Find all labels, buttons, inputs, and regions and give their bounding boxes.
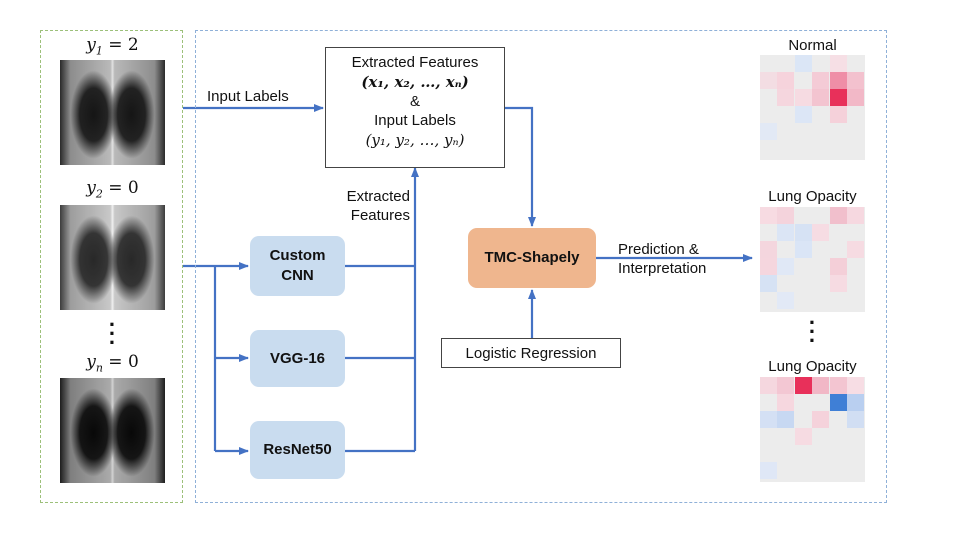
heatmap-normal <box>760 55 865 160</box>
extracted-features-box: Extracted Features (x₁, x₂, …, xₙ) & Inp… <box>325 47 505 168</box>
feature-box-labels-title: Input Labels <box>374 112 456 129</box>
xray-image-2 <box>60 205 165 310</box>
arrow-features-to-tmc <box>505 106 536 227</box>
output-label-normal: Normal <box>788 37 837 54</box>
vertical-ellipsis-inputs: ··· <box>108 312 117 355</box>
output-label-opacity-1: Lung Opacity <box>768 188 857 205</box>
tmc-shapely-node: TMC-Shapely <box>468 228 596 288</box>
input-label-n: yn = 0 <box>86 352 139 375</box>
input-label-2: y2 = 0 <box>86 178 139 201</box>
resnet50-node: ResNet50 <box>250 421 345 479</box>
xray-image-n <box>60 378 165 483</box>
extracted-features-label: Extracted Features <box>346 188 410 224</box>
feature-box-title: Extracted Features <box>351 54 479 71</box>
heatmap-lung-opacity-1 <box>760 207 865 312</box>
vgg16-node: VGG-16 <box>250 330 345 387</box>
output-label-opacity-2: Lung Opacity <box>768 358 857 375</box>
pipeline-panel <box>195 30 887 503</box>
xray-image-1 <box>60 60 165 165</box>
input-panel <box>40 30 183 503</box>
input-labels-text: Input Labels <box>207 88 289 105</box>
logistic-regression-box: Logistic Regression <box>441 338 621 368</box>
input-label-1: y1 = 2 <box>86 35 139 58</box>
label-tuple: (y₁, y₂, …, yₙ) <box>365 131 465 149</box>
prediction-label: Prediction & Interpretation <box>618 241 707 277</box>
feature-box-ampersand: & <box>409 93 420 110</box>
heatmap-lung-opacity-2 <box>760 377 865 482</box>
feature-tuple: (x₁, x₂, …, xₙ) <box>361 73 469 91</box>
vertical-ellipsis-outputs: ··· <box>808 310 817 353</box>
